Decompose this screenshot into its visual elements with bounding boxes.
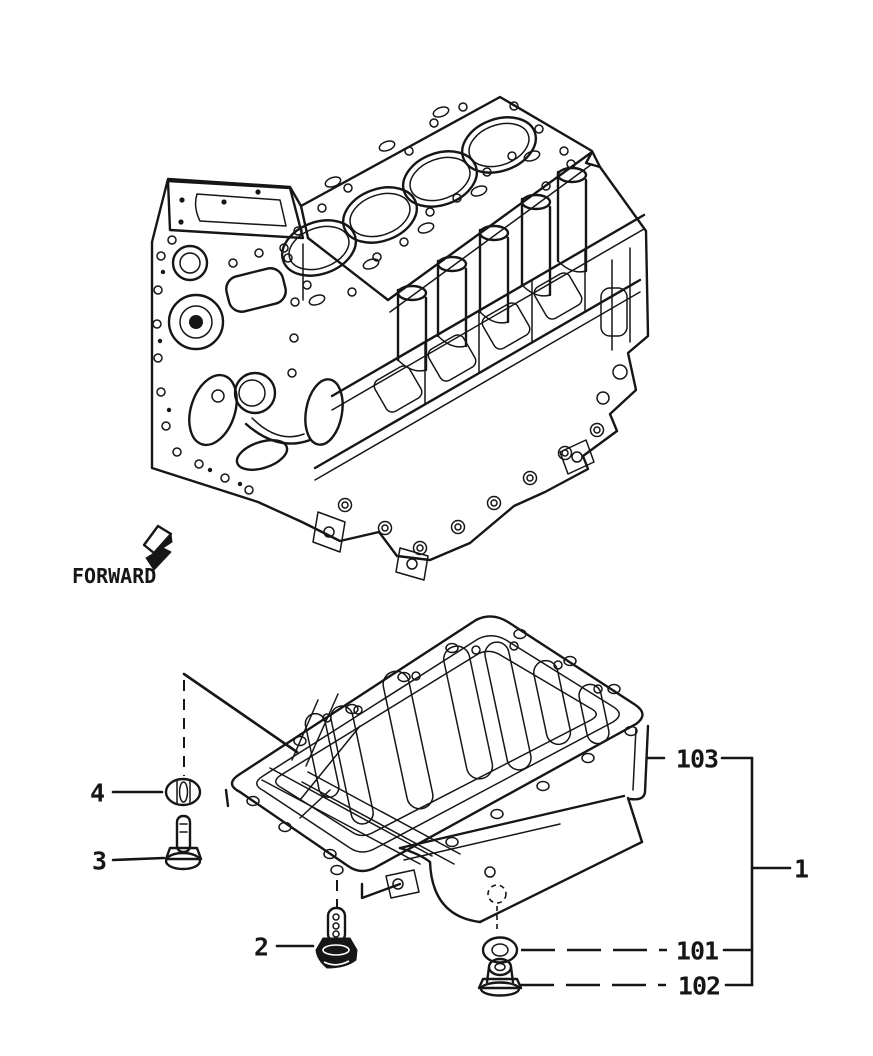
callout-102: 102	[677, 971, 721, 1001]
washer-101-drawing	[481, 936, 519, 964]
assembly-1-bracket	[750, 756, 792, 987]
callout-1: 1	[793, 854, 809, 884]
leader-lines	[111, 672, 792, 987]
cylinder-block-drawing	[150, 95, 650, 581]
forward-arrow-icon	[142, 524, 173, 571]
washer-4-drawing	[164, 777, 202, 807]
bolt-3-drawing	[164, 814, 203, 871]
forward-label: FORWARD	[72, 564, 157, 588]
drain-plug-102-drawing	[477, 957, 523, 997]
callout-2: 2	[253, 932, 269, 962]
drain-bolt-2-drawing	[315, 906, 358, 969]
callout-103: 103	[675, 744, 719, 774]
callout-3: 3	[91, 846, 107, 876]
callout-4: 4	[89, 778, 105, 808]
oil-pan-drawing	[224, 615, 650, 924]
callout-101: 101	[675, 936, 719, 966]
